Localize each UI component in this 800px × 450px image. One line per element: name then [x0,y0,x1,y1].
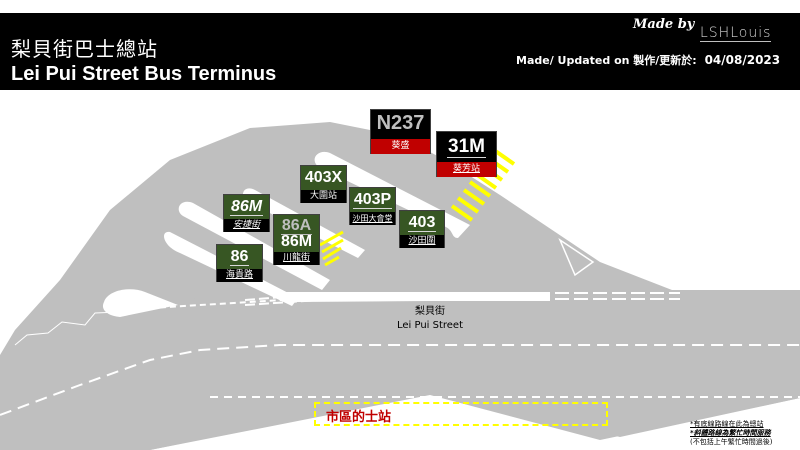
route-number: 403X [304,169,343,186]
terminus-map: N237 葵盛 31M 葵芳站 403X 大圍站 403P 沙田大會堂 403 … [0,90,800,450]
route-number: 86 [229,248,250,266]
note-underlined-terminus: *有底線路線在此為總站 [690,420,764,428]
header-bar: 梨貝街巴士總站 Lei Pui Street Bus Terminus Made… [0,13,800,90]
route-destination: 沙田大會堂 [350,212,395,225]
route-number: N237 [376,112,425,134]
route-sign-86m[interactable]: 86M 安捷街 [223,194,270,232]
kerb-line [14,311,121,346]
route-destination: 葵盛 [371,139,430,154]
separator-strip [280,292,550,301]
route-number-86m: 86M [280,233,313,250]
made-by-label: Made by [633,17,695,32]
updated-date: 04/08/2023 [704,53,781,67]
note-italic-peak: *斜體路線為繁忙時間服務 [690,429,771,437]
route-number: 403 [407,214,437,232]
title-chinese: 梨貝街巴士總站 [11,37,158,61]
route-sign-403[interactable]: 403 沙田圍 [399,210,445,248]
lei-pui-street-road [0,290,800,450]
route-sign-403x[interactable]: 403X 大圍站 [300,165,347,203]
yellow-hatch-86 [319,230,344,267]
author-signature: LSHLouis [700,25,772,42]
taxi-stand-label: 市區的士站 [326,410,392,425]
route-number: 86M [229,198,264,216]
route-sign-403p[interactable]: 403P 沙田大會堂 [349,187,396,225]
street-label: 梨貝街 Lei Pui Street [380,305,480,333]
note-exclusion: (不包括上午繁忙時間過後) [690,438,773,446]
title-english: Lei Pui Street Bus Terminus [11,63,277,85]
route-number-86a: 86A [280,217,313,235]
route-number: 31M [447,136,486,158]
route-destination: 葵芳站 [437,162,496,177]
route-sign-86a-86m[interactable]: 86A 86M 川龍街 [273,214,320,265]
updated-label: Made/ Updated on 製作/更新於: [516,54,697,67]
legend-notes: *有底線路線在此為總站 *斜體路線為繁忙時間服務 (不包括上午繁忙時間過後) [690,420,772,447]
updated-line: Made/ Updated on 製作/更新於: 04/08/2023 [516,52,780,68]
lane-markings [0,292,800,416]
route-destination: 安捷街 [224,219,269,232]
give-way-triangle [558,237,595,277]
route-destination: 川龍街 [274,252,319,265]
street-name-zh: 梨貝街 [415,306,445,317]
taxi-stand-zone[interactable]: 市區的士站 [314,402,608,426]
route-sign-n237[interactable]: N237 葵盛 [370,109,431,154]
route-number: 403P [352,191,393,209]
route-sign-86[interactable]: 86 海貴路 [216,244,263,282]
street-name-en: Lei Pui Street [396,320,464,331]
route-sign-31m[interactable]: 31M 葵芳站 [436,131,497,177]
route-destination: 沙田圍 [400,235,444,248]
route-destination: 大圍站 [301,190,346,203]
route-destination: 海貴路 [217,269,262,282]
